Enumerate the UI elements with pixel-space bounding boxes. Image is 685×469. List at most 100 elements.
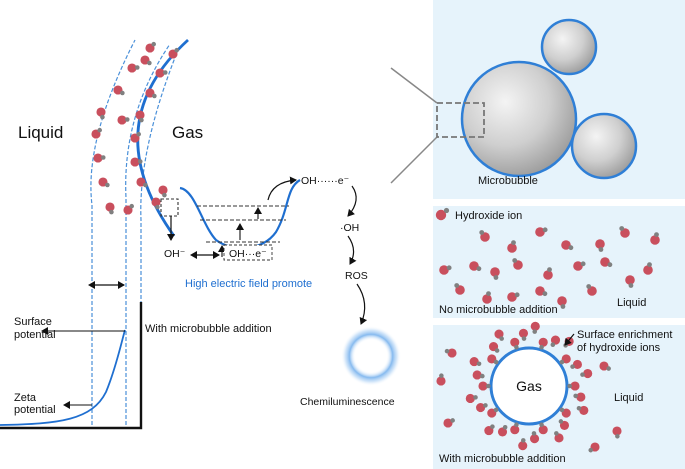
hydroxide-ion-icon <box>93 153 106 163</box>
hydroxide-ion-icon <box>494 329 504 341</box>
hydroxide-ion-icon <box>538 422 548 435</box>
hydroxide-ion-icon <box>535 286 548 297</box>
enrichment-label-line1: Surface enrichment <box>577 329 672 341</box>
hydroxide-ion-icon <box>168 47 179 59</box>
hydroxide-ion-icon <box>140 55 152 66</box>
hydroxide-ion-icon <box>576 405 589 415</box>
hydroxide-ion-icon <box>482 291 492 304</box>
hydroxide-ion-icon <box>507 292 520 302</box>
hydroxide-ion-icon <box>443 418 455 428</box>
hydroxide-ion-icon <box>91 127 102 139</box>
hydroxide-ion-legend: Hydroxide ion <box>455 210 522 222</box>
hydroxide-ion-icon <box>472 370 485 380</box>
hydroxide-ion-icon <box>158 185 168 198</box>
hydroxide-ion-icon <box>113 85 125 96</box>
hydroxide-ion-icon <box>487 407 499 418</box>
hydroxide-ion-icon <box>98 177 110 188</box>
hydroxide-ion-icon <box>557 296 567 309</box>
hydroxide-ion-icon <box>130 157 143 167</box>
hydroxide-ion-icon <box>439 265 452 275</box>
hydroxide-ion-icon <box>586 284 597 296</box>
hydroxide-ion-icon <box>507 240 517 253</box>
zoom-indicator <box>390 67 485 184</box>
hydroxide-ion-icon <box>625 275 635 288</box>
bottom-liquid-label: Liquid <box>614 392 643 404</box>
hydroxide-ion-icon <box>573 392 586 402</box>
ros-label: ROS <box>345 270 368 282</box>
interface-ions <box>91 41 179 215</box>
hydroxide-ion-icon <box>145 41 156 53</box>
energy-levels <box>197 205 289 243</box>
middle-panel-ions <box>439 226 660 309</box>
microbubble-addition-label: With microbubble addition <box>145 323 272 335</box>
hydroxide-ion-icon <box>465 393 478 404</box>
zeta-potential-label-line2: potential <box>14 404 56 416</box>
hydroxide-ion-icon <box>117 115 130 125</box>
gas-label: Gas <box>172 123 203 142</box>
hydroxide-ion-icon <box>529 431 540 444</box>
liquid-label: Liquid <box>18 123 63 142</box>
no-addition-label: No microbubble addition <box>439 304 558 316</box>
with-addition-label: With microbubble addition <box>439 453 566 465</box>
microbubble-group <box>460 18 638 180</box>
hydroxide-ion-icon <box>436 373 446 386</box>
bubble-icon <box>540 18 598 76</box>
hydroxide-ion-icon <box>469 357 482 367</box>
hydroxide-ion-icon <box>567 381 580 391</box>
hydroxide-ion-icon <box>490 267 500 280</box>
hydroxide-ion-icon <box>484 424 495 436</box>
hydroxide-ion-icon <box>543 267 553 280</box>
hydroxide-ion-icon <box>435 207 450 221</box>
hydroxide-ion-icon <box>595 239 605 252</box>
glow-ring-icon <box>341 326 401 386</box>
bottom-panel-ions <box>436 321 622 453</box>
hydroxide-ion-icon <box>454 283 465 295</box>
hydroxide-ion-icon <box>561 240 574 251</box>
hydroxide-ion-icon <box>580 368 593 379</box>
hydroxide-ion-icon <box>136 177 148 188</box>
potential-axes <box>0 302 143 430</box>
hydroxide-ion-icon <box>510 422 520 435</box>
hydroxide-ion-icon <box>612 426 622 439</box>
hydroxide-ion-icon <box>538 337 548 350</box>
hydroxide-ion-icon <box>155 68 168 78</box>
hydroxide-ion-icon <box>510 337 520 350</box>
hydroxide-ion-icon <box>554 431 564 443</box>
hydroxide-ion-icon <box>479 230 490 242</box>
hydroxide-ion-icon <box>127 63 140 73</box>
well-label-box <box>223 244 273 261</box>
hydroxide-ion-icon <box>151 197 161 210</box>
hydroxide-ion-icon <box>650 232 660 245</box>
hydroxide-ion-icon <box>488 342 500 353</box>
hydroxide-ion-icon <box>130 131 141 143</box>
hydroxide-ion-icon <box>518 328 529 341</box>
enrichment-label-line2: of hydroxide ions <box>577 342 661 354</box>
hydroxide-ion-icon <box>559 407 571 418</box>
hydroxide-ion-icon <box>559 354 571 365</box>
hydroxide-ion-icon <box>600 257 613 268</box>
zeta-potential-label-line1: Zeta <box>14 392 37 404</box>
hydroxide-ion-icon <box>599 361 611 371</box>
hydroxide-ion-icon <box>518 438 528 451</box>
bubble-icon <box>460 60 578 178</box>
bubble-icon <box>570 112 638 180</box>
hydroxide-ion-icon <box>469 261 482 272</box>
hydroxide-ion-icon <box>643 262 653 275</box>
interface-zoom-box <box>160 198 179 217</box>
hydroxide-ion-icon <box>497 425 508 437</box>
hydroxide-ion-icon <box>478 381 491 391</box>
hydroxide-ion-icon <box>96 107 106 120</box>
hydroxide-ion-icon <box>512 258 523 270</box>
hydroxide-ion-icon <box>535 227 548 237</box>
arrow-icon <box>564 333 575 346</box>
hydroxide-ion-icon <box>123 203 134 215</box>
oh-electron-label: OH······e⁻ <box>301 175 350 187</box>
hydroxide-ion-icon <box>619 226 630 238</box>
hydroxide-ion-icon <box>476 402 488 413</box>
well-label: OH···e⁻ <box>229 248 267 260</box>
arrow-icon <box>347 235 357 265</box>
hydroxide-ion-icon <box>135 110 145 123</box>
arrow-icon <box>356 283 368 325</box>
hydroxide-ion-icon <box>573 261 586 271</box>
